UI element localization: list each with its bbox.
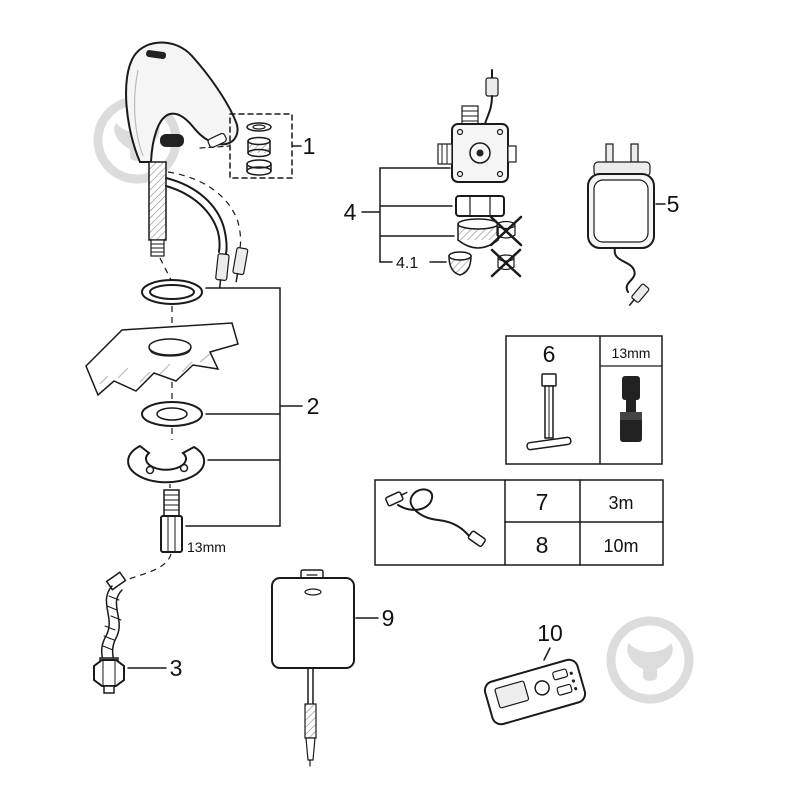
- not-included-part-icon: [490, 248, 522, 278]
- control-box-drawing: [271, 569, 379, 767]
- basin-mounting-set-drawing: [85, 257, 303, 585]
- socket-bit-icon: [620, 376, 642, 442]
- part-3-callout: 3: [170, 655, 183, 681]
- horseshoe-mounting-plate: [127, 444, 206, 484]
- tool-box-panel: [505, 335, 663, 465]
- part-6-size-label: 13mm: [612, 345, 651, 361]
- aerator-mounting-kit-drawing: [229, 113, 302, 179]
- sensor-faucet-drawing: [125, 41, 249, 289]
- part-7-callout: 7: [536, 489, 549, 515]
- part-4-callout: 4: [344, 199, 357, 225]
- stud-wrench-size-label: 13mm: [187, 539, 226, 555]
- solenoid-valve-assembly-drawing: [361, 69, 523, 278]
- valve-seal-insert: [448, 251, 472, 276]
- part-6-callout: 6: [543, 341, 556, 367]
- extension-cable-icon: [385, 488, 486, 548]
- faucet-outlet: [207, 132, 227, 148]
- part-5-callout: 5: [667, 191, 680, 217]
- part-1-callout: 1: [303, 133, 316, 159]
- cable-box-panel: [374, 479, 664, 566]
- remote-control-drawing: [483, 647, 587, 726]
- part-9-callout: 9: [382, 605, 395, 631]
- remote-main-button: [534, 680, 550, 696]
- countertop-section: [85, 322, 239, 397]
- store-logo-watermark-bottom-right: [606, 616, 694, 704]
- remote-display: [494, 680, 530, 709]
- power-supply-plug-drawing: [587, 143, 666, 306]
- remote-button: [556, 683, 573, 696]
- part-10-callout: 10: [537, 620, 563, 646]
- valve-cable-plug: [484, 69, 499, 125]
- remote-button: [552, 668, 569, 681]
- part-8-callout: 8: [536, 532, 549, 558]
- flexible-hose-drawing: [93, 571, 167, 694]
- faucet-sensor-window: [160, 134, 184, 147]
- part-4-1-callout: 4.1: [396, 255, 418, 272]
- hose-connector-plug: [232, 247, 249, 283]
- part-8-length-label: 10m: [603, 536, 638, 556]
- faucet-top-slot: [146, 50, 167, 59]
- part-2-callout: 2: [307, 393, 320, 419]
- not-included-part-icon: [489, 215, 523, 247]
- hose-connector-plug: [215, 253, 230, 289]
- part-7-length-label: 3m: [608, 493, 633, 513]
- socket-wrench-icon: [526, 373, 572, 451]
- power-cable-connector: [628, 283, 650, 306]
